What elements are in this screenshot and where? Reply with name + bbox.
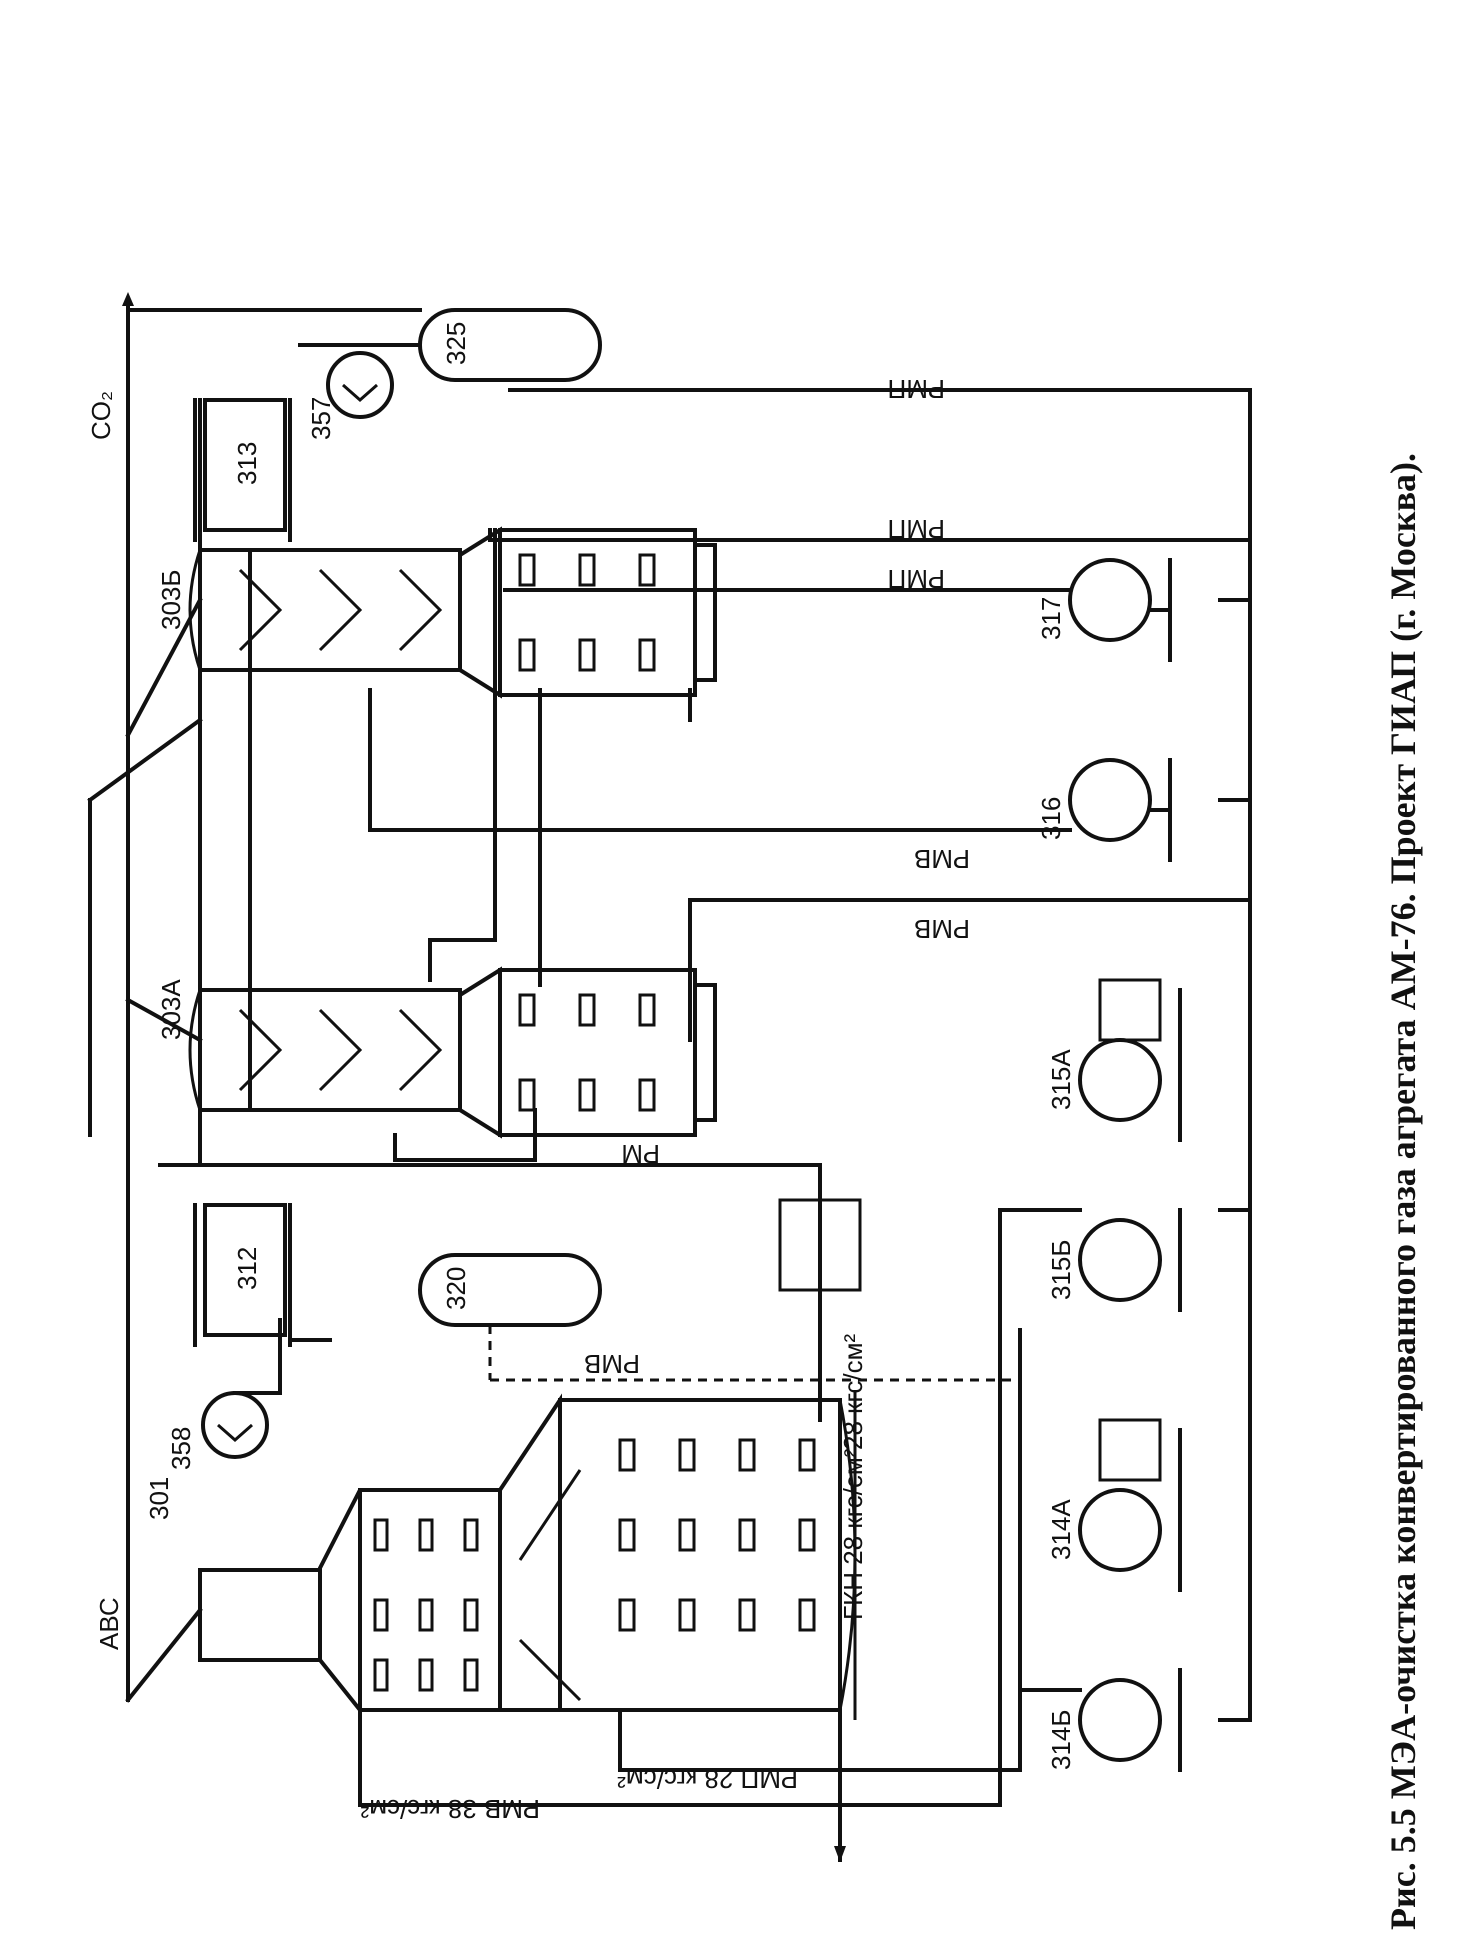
label-rmp-return: РМП bbox=[888, 514, 945, 544]
label-315a: 315А bbox=[1046, 1049, 1076, 1110]
pump-317 bbox=[1068, 558, 1172, 662]
heat-exchanger-312 bbox=[193, 1203, 292, 1347]
label-rmv-38: РМВ 38 кгс/см² bbox=[360, 1794, 540, 1824]
label-gkn-28: ГКН 28 кгс/см² bbox=[838, 1448, 868, 1620]
absorber-301 bbox=[198, 1390, 857, 1720]
pump-314a bbox=[1078, 1418, 1182, 1592]
label-315b: 315Б bbox=[1046, 1240, 1076, 1300]
pump-316 bbox=[1068, 758, 1172, 862]
label-325: 325 bbox=[441, 322, 471, 365]
label-314b: 314Б bbox=[1046, 1710, 1076, 1770]
label-rmv-top: РМВ bbox=[914, 844, 970, 874]
label-rmp-317: РМП bbox=[888, 564, 945, 594]
label-avs: АВС bbox=[94, 1597, 124, 1650]
label-rmv-320: РМВ bbox=[584, 1349, 640, 1379]
process-schematic: 301 АВС РМВ 38 кгс/см² РМП 28 кгс/см² ГК… bbox=[86, 292, 1252, 1862]
figure-caption: Рис. 5.5 МЭА-очистка конвертированного г… bbox=[1383, 453, 1423, 1930]
label-301: 301 bbox=[144, 1477, 174, 1520]
label-313: 313 bbox=[232, 442, 262, 485]
label-press-28: 28 кгс/см² bbox=[838, 1333, 868, 1450]
vessel-320 bbox=[418, 1253, 602, 1327]
regenerator-303b bbox=[188, 526, 717, 699]
label-rmp-325: РМП bbox=[888, 374, 945, 404]
valve-station bbox=[778, 1198, 862, 1292]
regenerator-303a bbox=[188, 966, 717, 1139]
label-358: 358 bbox=[166, 1427, 196, 1470]
pump-357 bbox=[326, 351, 394, 419]
label-314a: 314А bbox=[1046, 1499, 1076, 1560]
pump-315b bbox=[1078, 1208, 1182, 1312]
label-317: 317 bbox=[1036, 597, 1066, 640]
label-co2: CO₂ bbox=[86, 391, 116, 440]
label-rm: РМ bbox=[621, 1139, 660, 1169]
label-320: 320 bbox=[441, 1267, 471, 1310]
label-316: 316 bbox=[1036, 797, 1066, 840]
pump-315a bbox=[1078, 978, 1182, 1142]
label-312: 312 bbox=[232, 1247, 262, 1290]
pump-358 bbox=[201, 1391, 269, 1459]
label-357: 357 bbox=[306, 397, 336, 440]
heat-exchanger-313 bbox=[193, 398, 292, 542]
label-rmp-28: РМП 28 кгс/см² bbox=[617, 1764, 798, 1794]
label-rmv-bottom: РМВ bbox=[914, 914, 970, 944]
pump-314b bbox=[1078, 1668, 1182, 1772]
label-303b: 303Б bbox=[156, 570, 186, 630]
